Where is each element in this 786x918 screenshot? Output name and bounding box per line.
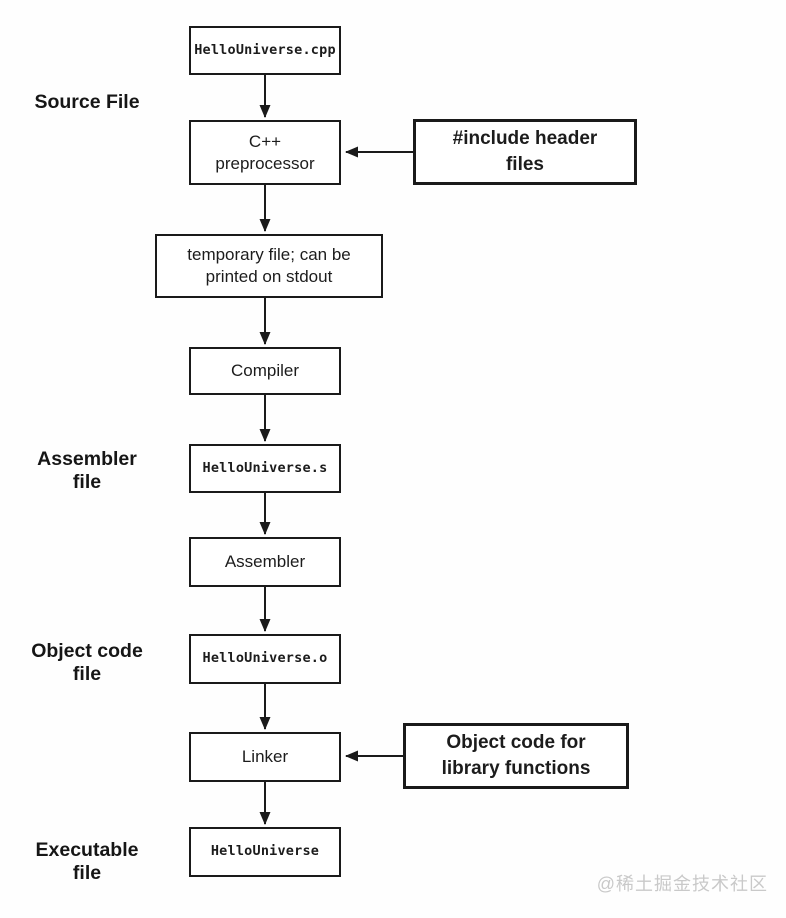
node-assembler-file: HelloUniverse.s <box>189 444 341 493</box>
stage-label-source-file: Source File <box>34 91 140 113</box>
node-source-file: HelloUniverse.cpp <box>189 26 341 75</box>
node-include-headers: #include header files <box>413 119 637 185</box>
stage-label-assembler-file: Assembler file <box>37 448 137 494</box>
node-library-objects: Object code for library functions <box>403 723 629 789</box>
watermark-text: @稀土掘金技术社区 <box>596 874 768 894</box>
node-linker: Linker <box>189 732 341 782</box>
node-object-file: HelloUniverse.o <box>189 634 341 684</box>
node-assembler: Assembler <box>189 537 341 587</box>
node-preprocessor: C++ preprocessor <box>189 120 341 185</box>
stage-label-executable-file: Executable file <box>35 839 139 885</box>
node-compiler: Compiler <box>189 347 341 395</box>
stage-label-object-code-file: Object code file <box>31 640 143 686</box>
node-executable-file: HelloUniverse <box>189 827 341 877</box>
node-temp-file: temporary file; can be printed on stdout <box>155 234 383 298</box>
